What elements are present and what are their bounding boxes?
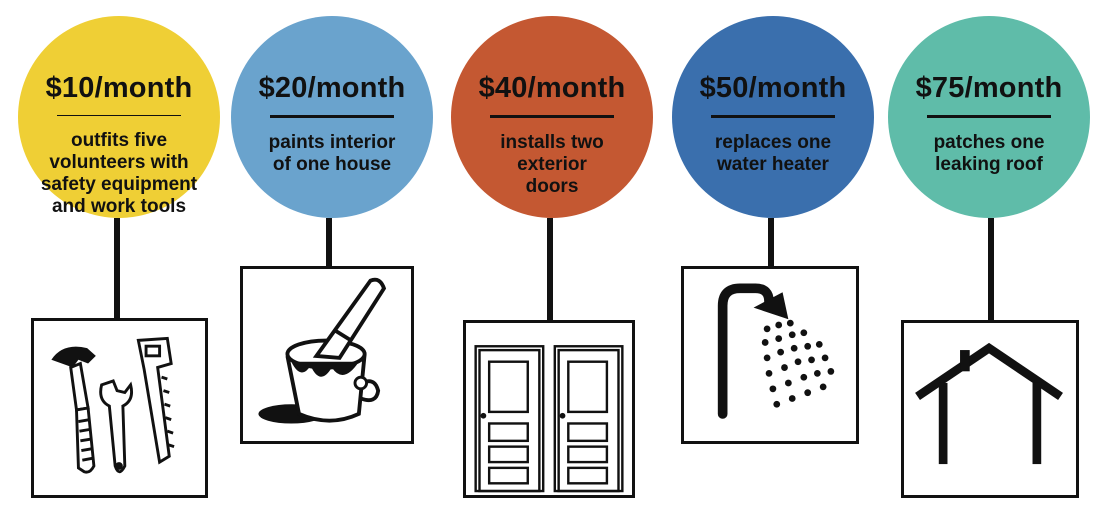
tier-amount: $75/month (915, 72, 1063, 104)
tier-50: $50/month replaces one water heater (660, 0, 880, 528)
amount-underline (927, 115, 1051, 118)
icon-box (463, 320, 635, 498)
amount-underline (490, 115, 614, 118)
tier-circle: $40/month installs two exterior doors (451, 16, 653, 218)
tier-description: paints interior of one house (268, 132, 396, 175)
tier-10: $10/month outfits five volunteers with s… (0, 0, 220, 528)
tools-icon (51, 336, 175, 474)
connector-line (547, 218, 553, 320)
shower-icon (717, 283, 835, 419)
connector-line (114, 218, 120, 318)
tier-40: $40/month installs two exterior doors (440, 0, 660, 528)
tier-description: installs two exterior doors (500, 132, 604, 197)
tier-20: $20/month paints interior of one house (220, 0, 440, 528)
doors-icon (474, 345, 624, 493)
icon-box (240, 266, 414, 444)
amount-underline (711, 115, 835, 118)
tier-75: $75/month patches one leaking roof (880, 0, 1100, 528)
tier-description: patches one leaking roof (933, 132, 1045, 175)
connector-line (768, 218, 774, 266)
house-roof-icon (915, 342, 1063, 465)
connector-line (326, 218, 332, 266)
icon-box (31, 318, 208, 498)
tier-amount: $40/month (478, 72, 626, 104)
paint-bucket-icon (258, 277, 387, 424)
tier-circle: $10/month outfits five volunteers with s… (18, 16, 220, 218)
icon-box (681, 266, 859, 444)
tier-description: outfits five volunteers with safety equi… (40, 130, 198, 217)
icon-box (901, 320, 1079, 498)
tier-circle: $50/month replaces one water heater (672, 16, 874, 218)
amount-underline (57, 115, 181, 116)
amount-underline (270, 115, 394, 118)
tier-amount: $50/month (699, 72, 847, 104)
tier-description: replaces one water heater (714, 132, 832, 175)
connector-line (988, 218, 994, 320)
tier-amount: $20/month (258, 72, 406, 104)
tier-amount: $10/month (45, 72, 193, 104)
tier-circle: $75/month patches one leaking roof (888, 16, 1090, 218)
tier-circle: $20/month paints interior of one house (231, 16, 433, 218)
